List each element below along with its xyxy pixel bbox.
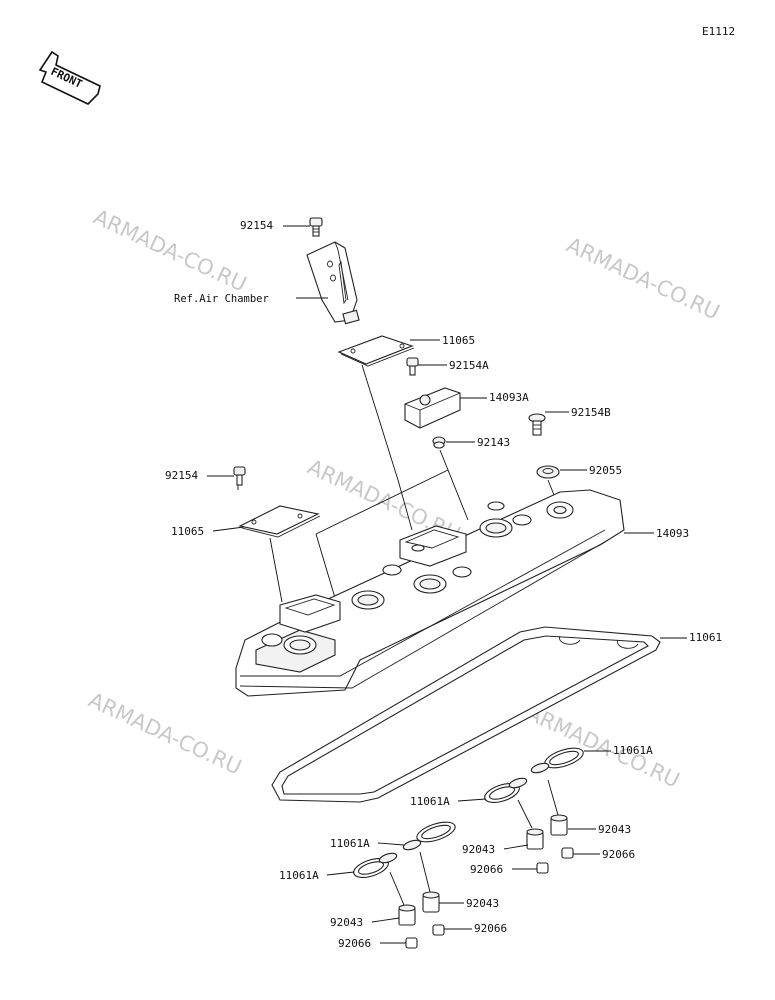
label-92043-1: 92043 (598, 823, 631, 836)
grommet-icon (432, 436, 446, 449)
label-92143: 92143 (477, 436, 510, 449)
label-11061: 11061 (689, 631, 722, 644)
diagram-code: E1112 (702, 25, 735, 38)
label-11061a-4: 11061A (279, 869, 319, 882)
label-ref-air-chamber: Ref.Air Chamber (174, 293, 269, 305)
gasket-ring-icon (484, 777, 528, 803)
label-14093: 14093 (656, 527, 689, 540)
washer-icon (536, 465, 560, 479)
bolt-icon (406, 357, 419, 376)
label-11061a-3: 11061A (330, 837, 370, 850)
label-92066-2: 92066 (470, 863, 503, 876)
watermark-5: ARMADA-CO.RU (523, 701, 683, 793)
part-labels: 92154 Ref.Air Chamber 11065 92154A 14093… (165, 219, 722, 950)
cap-icon (432, 924, 445, 936)
label-14093a: 14093A (489, 391, 529, 404)
label-92154-left: 92154 (165, 469, 198, 482)
cap-icon (405, 937, 418, 949)
label-92066-4: 92066 (338, 937, 371, 950)
collar-icon (422, 891, 440, 913)
label-92066-3: 92066 (474, 922, 507, 935)
bolt-icon (309, 217, 323, 237)
collar-icon (550, 814, 568, 836)
air-chamber-bracket-icon (306, 241, 360, 325)
label-92043-3: 92043 (466, 897, 499, 910)
watermark-2: ARMADA-CO.RU (563, 233, 723, 325)
collar-icon (526, 828, 544, 850)
cap-icon (561, 847, 574, 859)
gasket-icon (271, 626, 661, 803)
bolt-icon (528, 413, 546, 436)
plate-icon (337, 335, 415, 367)
label-11065-left: 11065 (171, 525, 204, 538)
gasket-ring-icon (402, 821, 456, 851)
cover-icon (404, 387, 461, 429)
gasket-ring-icon (353, 852, 398, 878)
label-92154b: 92154B (571, 406, 611, 419)
cylinder-head-cover-icon (235, 489, 625, 697)
cap-icon (536, 862, 549, 874)
label-11061a-2: 11061A (410, 795, 450, 808)
label-92154a: 92154A (449, 359, 489, 372)
watermark-1: ARMADA-CO.RU (90, 205, 250, 297)
gasket-ring-icon (530, 747, 584, 774)
plate-icon (238, 505, 321, 538)
bolt-icon (233, 466, 246, 486)
label-92043-4: 92043 (330, 916, 363, 929)
collar-icon (398, 904, 416, 926)
label-92043-2: 92043 (462, 843, 495, 856)
watermark-4: ARMADA-CO.RU (85, 688, 245, 780)
label-11061a-1: 11061A (613, 744, 653, 757)
label-92055: 92055 (589, 464, 622, 477)
front-arrow-icon: FRONT (38, 50, 101, 105)
label-92154-top: 92154 (240, 219, 273, 232)
label-11065-top: 11065 (442, 334, 475, 347)
label-92066-1: 92066 (602, 848, 635, 861)
